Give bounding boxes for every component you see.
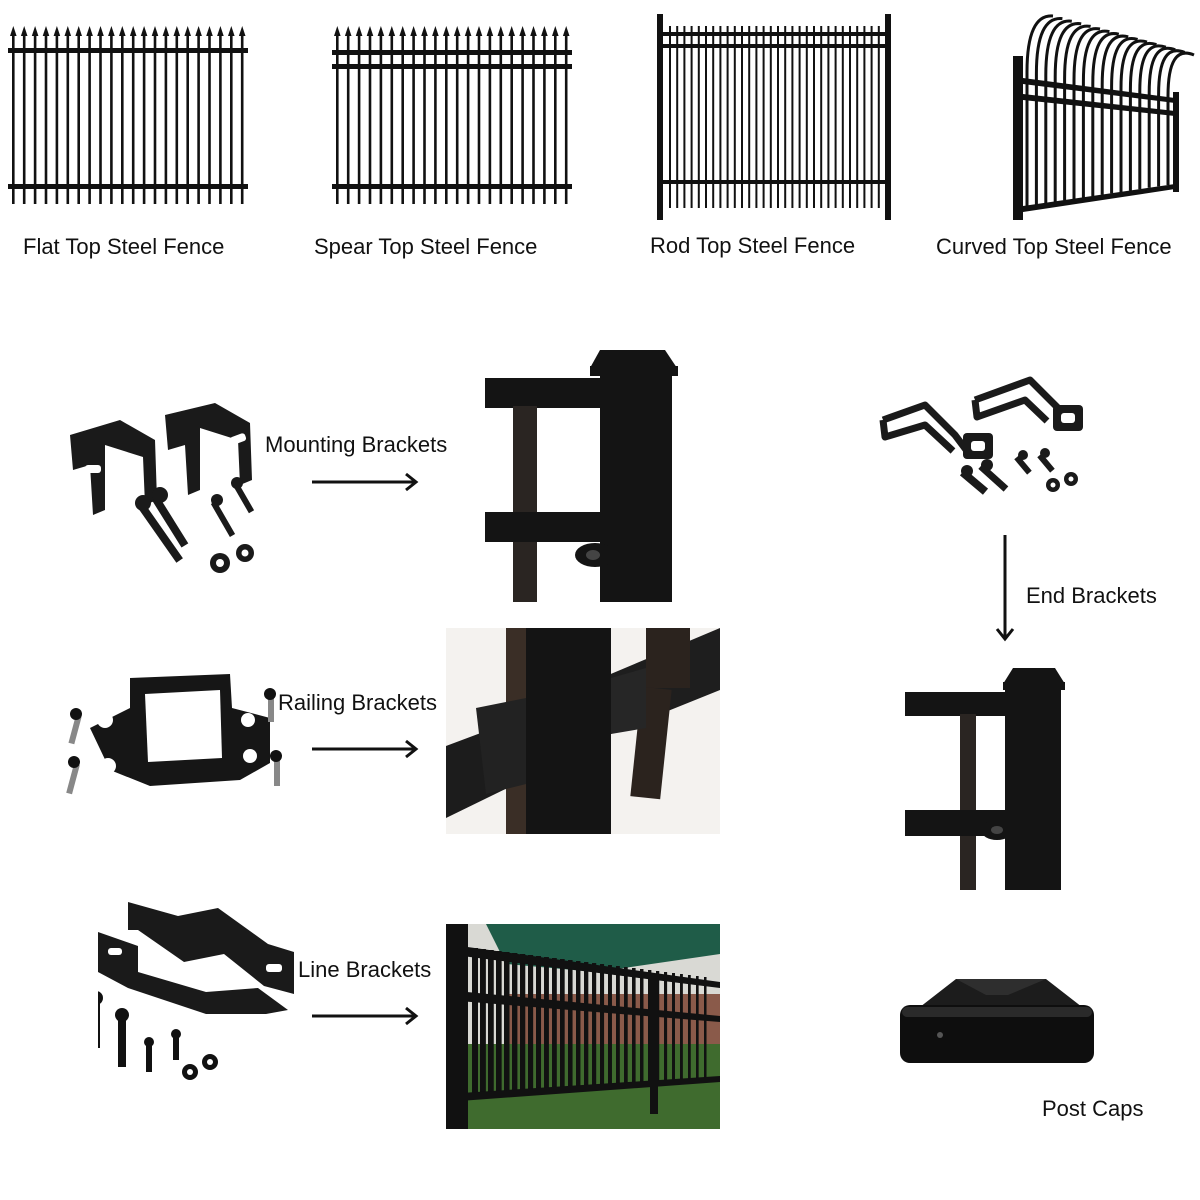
rod-top-fence-label: Rod Top Steel Fence [650,233,856,258]
railing-brackets-label: Railing Brackets [278,690,437,715]
line-brackets-installed-photo [446,924,720,1129]
rod-top-fence-image [657,14,891,220]
flat-top-fence-image [8,26,248,204]
flat-top-fence-label: Flat Top Steel Fence [23,234,225,259]
end-brackets-label: End Brackets [1026,583,1157,608]
post-caps-label: Post Caps [1042,1096,1144,1121]
curved-top-fence-label: Curved Top Steel Fence [936,234,1172,259]
railing-brackets-installed-photo [446,628,720,834]
arrow-down-icon [995,535,1015,642]
spear-top-fence-label: Spear Top Steel Fence [314,234,538,259]
arrow-right-icon [312,472,419,492]
post-cap-image [900,979,1094,1063]
mounting-brackets-installed-photo [485,340,685,602]
curved-top-fence-image [1013,14,1195,220]
end-brackets-installed-photo [905,662,1067,890]
mounting-brackets-image [70,403,255,573]
line-brackets-image [98,902,294,1080]
line-brackets-label: Line Brackets [298,957,432,982]
railing-brackets-image [66,674,282,795]
arrow-right-icon [312,1006,419,1026]
end-brackets-image [879,376,1083,495]
mounting-brackets-label: Mounting Brackets [265,432,448,457]
arrow-right-icon [312,739,419,759]
spear-top-fence-image [332,26,572,204]
